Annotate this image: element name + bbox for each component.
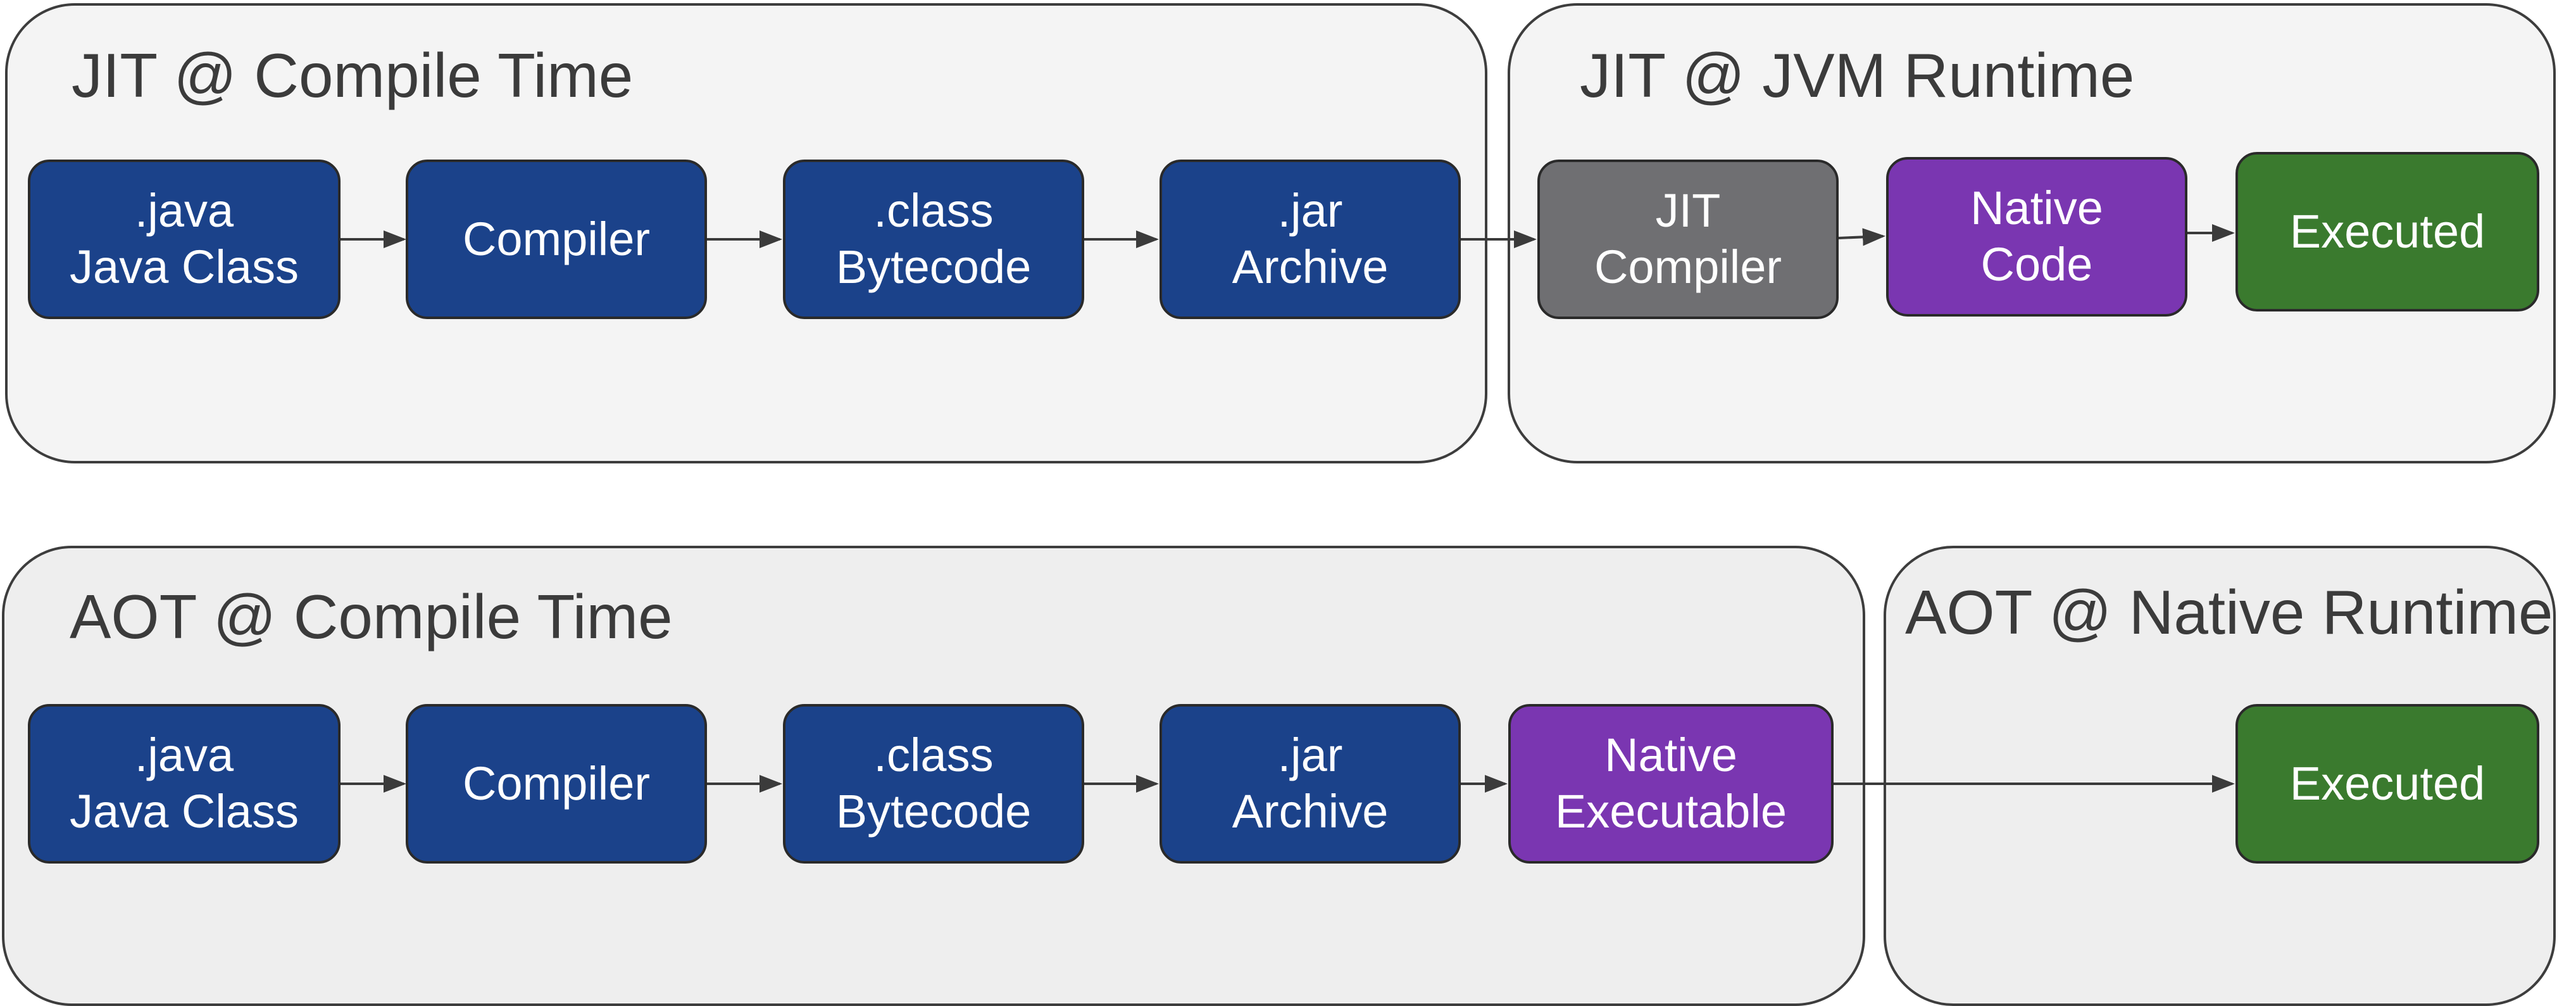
aot-compiler-node: Compiler <box>406 704 707 864</box>
jit-jvm-runtime-title: JIT @ JVM Runtime <box>1580 41 2135 110</box>
aot-native-runtime-title: AOT @ Native Runtime <box>1905 577 2553 647</box>
node-line: JIT <box>1655 184 1721 237</box>
aot-executed-node: Executed <box>2235 704 2539 864</box>
node-line: Compiler <box>462 757 651 810</box>
node-line: Code <box>1980 238 2093 291</box>
node-line: .class <box>873 184 994 237</box>
node-line: Bytecode <box>835 785 1032 838</box>
aot-jar-archive-node: .jar Archive <box>1160 704 1461 864</box>
jit-compile-time-title: JIT @ Compile Time <box>72 41 634 110</box>
jit-compiler-node: Compiler <box>406 160 707 319</box>
node-line: .class <box>873 729 994 782</box>
jit-executed-node: Executed <box>2235 152 2539 311</box>
node-line: Native <box>1970 182 2103 235</box>
jit-java-class-node: .java Java Class <box>28 160 341 319</box>
node-line: Executed <box>2289 204 2485 258</box>
node-line: Archive <box>1232 785 1389 838</box>
node-line: Executed <box>2289 757 2485 810</box>
jit-class-bytecode-node: .class Bytecode <box>783 160 1084 319</box>
aot-native-executable-node: Native Executable <box>1508 704 1834 864</box>
node-line: .jar <box>1277 184 1343 237</box>
node-line: .java <box>134 184 234 237</box>
node-line: Bytecode <box>835 241 1032 293</box>
aot-compile-time-title: AOT @ Compile Time <box>70 582 673 651</box>
node-line: Java Class <box>70 241 299 293</box>
aot-class-bytecode-node: .class Bytecode <box>783 704 1084 864</box>
arrow-jit-to-native <box>1838 228 1885 246</box>
node-line: .java <box>134 729 234 782</box>
node-line: Java Class <box>70 785 299 838</box>
jit-compiler-runtime-node: JIT Compiler <box>1537 160 1839 319</box>
node-line: Native <box>1604 729 1737 782</box>
node-line: Executable <box>1554 785 1787 838</box>
node-line: Compiler <box>462 212 651 265</box>
node-line: Archive <box>1232 241 1389 293</box>
node-line: .jar <box>1277 729 1343 782</box>
jit-native-code-node: Native Code <box>1886 157 2187 317</box>
node-line: Compiler <box>1594 241 1782 293</box>
jit-jar-archive-node: .jar Archive <box>1160 160 1461 319</box>
aot-java-class-node: .java Java Class <box>28 704 341 864</box>
